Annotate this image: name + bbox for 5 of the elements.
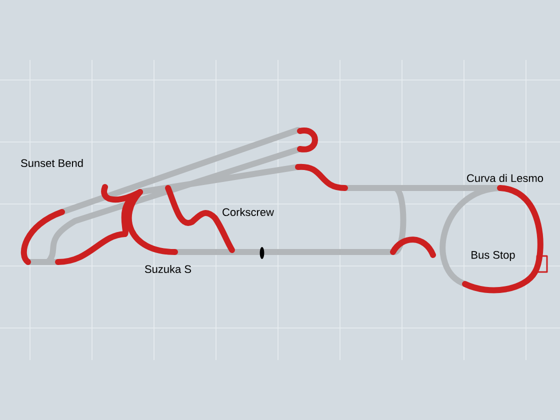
track-label: Bus Stop xyxy=(472,251,515,261)
track-label: Curva di Lesmo xyxy=(467,174,544,182)
track-label: Suzuka S xyxy=(144,264,192,274)
track-label: Corkscrew xyxy=(222,208,274,216)
track-label: Sunset Bend xyxy=(21,158,83,168)
